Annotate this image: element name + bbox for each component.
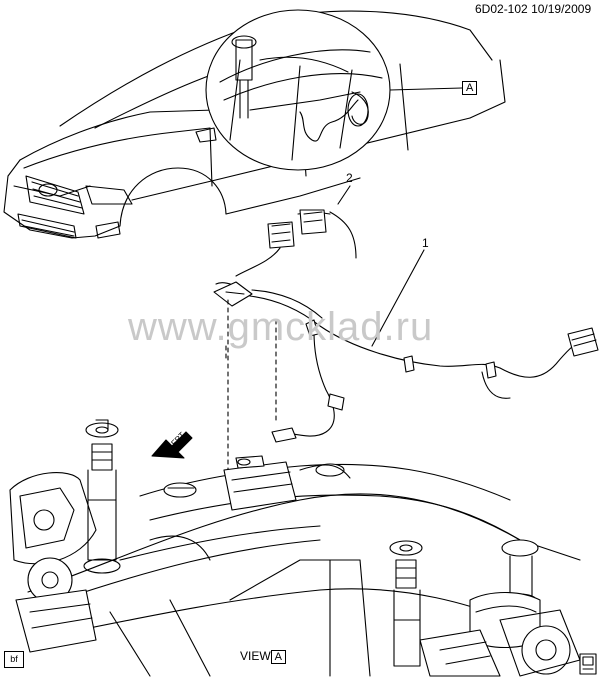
- header-code: 6D02-102 10/19/2009: [475, 3, 591, 16]
- wiring-harness: [213, 185, 599, 443]
- rear-subframe: [9, 455, 581, 677]
- detail-circle: [205, 9, 463, 171]
- watermark: www.gmcklad.ru: [128, 305, 434, 349]
- corner-box-left: bf: [4, 651, 24, 668]
- diagram-date: 10/19/2009: [531, 2, 592, 16]
- page-corner-icon: [579, 653, 597, 675]
- callout-1: 1: [422, 236, 429, 250]
- diagram-code: 6D02-102: [475, 2, 528, 16]
- view-ref-box: A: [462, 81, 478, 95]
- callout-2: 2: [346, 171, 353, 185]
- front-arrow-icon: [151, 431, 193, 459]
- shock-absorber-right: [389, 540, 423, 667]
- view-label-text: VIEW: [240, 649, 271, 663]
- view-label-letter: A: [270, 650, 287, 664]
- shock-absorber: [83, 419, 121, 574]
- leader-lines: [225, 299, 277, 471]
- corner-box-left-text: bf: [10, 654, 18, 664]
